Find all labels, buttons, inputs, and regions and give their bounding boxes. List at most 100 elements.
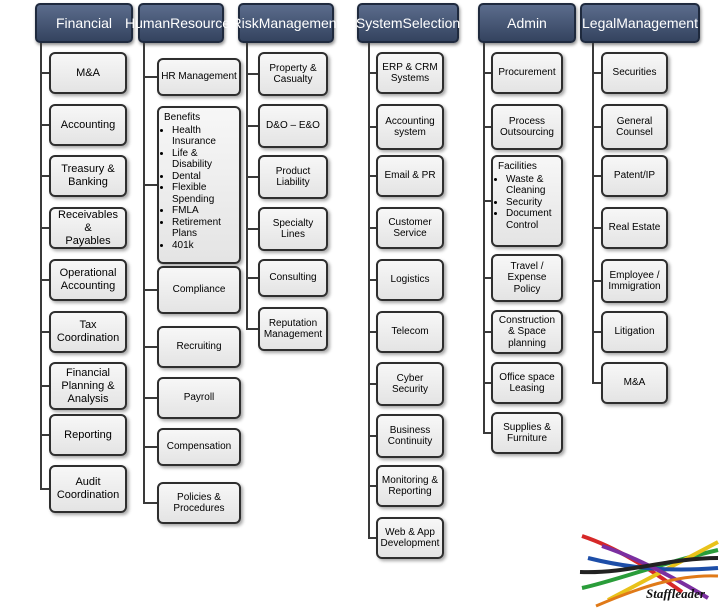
connector-tick	[368, 126, 376, 128]
text-line: Reporting	[64, 428, 112, 441]
connector-tick	[40, 124, 49, 126]
header-line: Management	[616, 14, 698, 31]
text-line: Waste &	[506, 173, 544, 185]
text-line: Consulting	[269, 272, 317, 284]
connector-tick	[483, 382, 491, 384]
legal-item: Litigation	[601, 311, 668, 353]
system-item: Logistics	[376, 259, 444, 301]
connector-tick	[246, 228, 258, 230]
box-label: D&O – E&O	[266, 120, 320, 132]
box-label: M&A	[624, 377, 646, 389]
text-line: Recruiting	[176, 341, 222, 353]
connector-tick	[592, 280, 601, 282]
text-line: Audit	[75, 476, 101, 488]
legal-item: Employee /Immigration	[601, 259, 668, 303]
text-line: Email & PR	[384, 170, 436, 182]
text-line: Continuity	[387, 436, 433, 447]
text-line: planning	[508, 337, 546, 349]
connector-tick	[483, 277, 491, 279]
text-line: Customer	[388, 216, 432, 228]
text-line: Expense	[507, 272, 547, 284]
header-line: Legal	[582, 14, 617, 31]
connector-tick	[143, 346, 157, 348]
box-label: Litigation	[614, 326, 654, 338]
text-line: Banking	[68, 176, 108, 188]
connector-tick	[483, 331, 491, 333]
text-line: Payroll	[183, 392, 215, 404]
text-line: 401k	[172, 239, 194, 251]
text-line: Outsourcing	[500, 127, 554, 138]
text-line: Construction	[498, 314, 556, 326]
financial-item: Accounting	[49, 104, 127, 146]
legal-connector	[592, 43, 594, 384]
text-line: HR Management	[161, 71, 237, 83]
text-line: Process	[508, 115, 546, 127]
legal-item: M&A	[601, 362, 668, 404]
text-line: Real Estate	[608, 222, 661, 234]
text-line: Analysis	[67, 392, 109, 405]
box-label: Real Estate	[609, 222, 661, 234]
box-label: Monitoring &Reporting	[382, 475, 438, 498]
hr-item: Recruiting	[157, 326, 241, 368]
text-line: Receivables &	[58, 208, 118, 234]
text-line: Supplies &	[503, 421, 551, 433]
legal-item: Real Estate	[601, 207, 668, 249]
text-line: Furniture	[506, 433, 547, 444]
text-line: Telecom	[391, 326, 429, 338]
text-line: Cleaning	[506, 185, 546, 196]
text-line: Spending	[172, 193, 215, 205]
text-line: Life & Disability	[172, 147, 213, 171]
text-line: Litigation	[614, 326, 655, 338]
financial-item: Reporting	[49, 414, 127, 456]
risk-item: D&O – E&O	[258, 104, 328, 148]
connector-tick	[143, 184, 157, 186]
box-label: Recruiting	[176, 341, 221, 353]
connector-tick	[368, 383, 376, 385]
box-label: Property &Casualty	[269, 63, 316, 86]
text-line: Plans	[172, 228, 198, 239]
box-label: Compliance	[173, 284, 226, 296]
connector-tick	[368, 279, 376, 281]
legal-item: Patent/IP	[601, 155, 668, 197]
text-line: Treasury &	[61, 163, 115, 175]
connector-tick	[143, 289, 157, 291]
text-line: Lines	[281, 229, 305, 240]
risk-connector	[246, 43, 248, 330]
text-line: Business	[389, 424, 431, 436]
text-line: Retirement	[172, 216, 221, 228]
text-line: Control	[506, 219, 539, 231]
connector-tick	[143, 76, 157, 78]
text-line: Liability	[276, 177, 310, 188]
hr-item: Compensation	[157, 428, 241, 466]
text-line: Health	[172, 124, 201, 136]
hr-item: Compliance	[157, 266, 241, 314]
bullet-item: FMLA	[172, 205, 234, 217]
connector-tick	[368, 331, 376, 333]
connector-tick	[368, 227, 376, 229]
text-line: Policies &	[177, 491, 221, 503]
connector-tick	[483, 432, 491, 434]
risk-item: Consulting	[258, 259, 328, 297]
financial-item: M&A	[49, 52, 127, 94]
text-line: Product	[275, 165, 311, 177]
text-line: Web & App	[385, 526, 435, 538]
text-line: Security	[506, 196, 543, 208]
text-line: Dental	[172, 170, 201, 182]
text-line: Monitoring &	[381, 474, 439, 486]
box-label: Telecom	[391, 326, 428, 338]
